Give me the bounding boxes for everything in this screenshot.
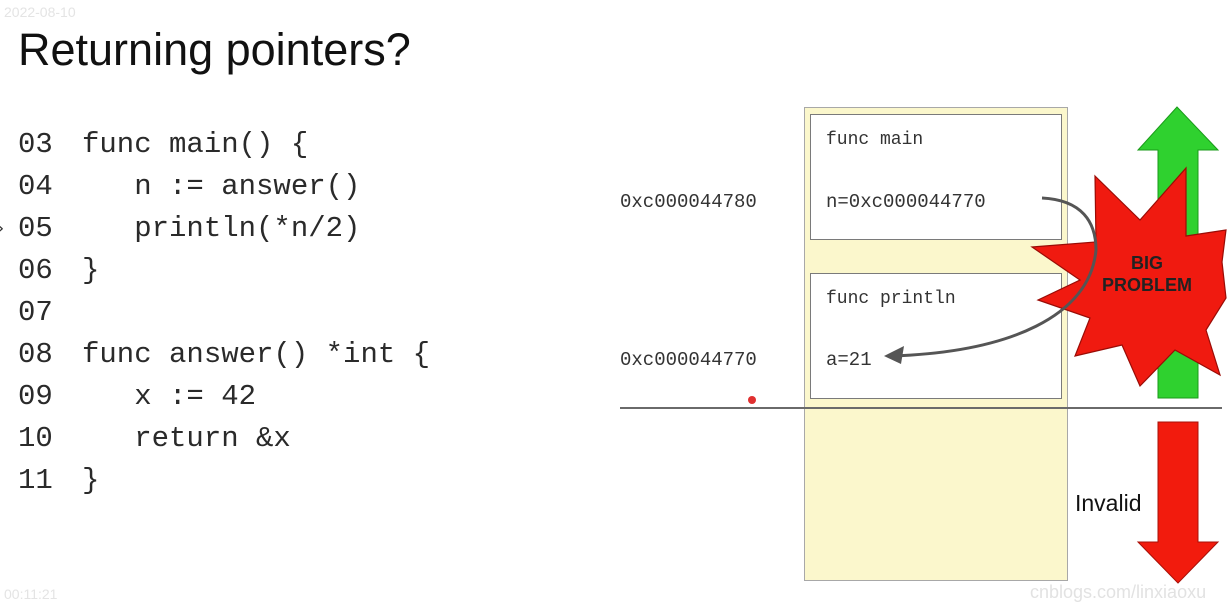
line-number: 11 bbox=[18, 464, 53, 497]
line-text: func main() { bbox=[82, 128, 309, 161]
frame-main-value: n=0xc000044770 bbox=[826, 191, 986, 213]
watermark: cnblogs.com/linxiaoxu bbox=[1030, 582, 1207, 602]
line-number: 06 bbox=[18, 254, 53, 287]
code-line: 10 return &x bbox=[18, 418, 291, 460]
pointer-arrow-icon bbox=[891, 196, 1098, 358]
corner-date: 2022-08-10 bbox=[4, 4, 76, 20]
code-line: 08 func answer() *int { bbox=[18, 334, 430, 376]
line-text: } bbox=[82, 464, 100, 497]
code-line: 04 n := answer() bbox=[18, 166, 360, 208]
line-text: println(*n/2) bbox=[82, 212, 361, 245]
line-number: 09 bbox=[18, 380, 53, 413]
stack-frame-println bbox=[810, 273, 1062, 399]
code-line-current: 05 println(*n/2) bbox=[18, 208, 360, 250]
stack-pointer-line bbox=[620, 407, 1222, 409]
line-text: return &x bbox=[82, 422, 291, 455]
line-number: 03 bbox=[18, 128, 53, 161]
line-text: n := answer() bbox=[82, 170, 361, 203]
code-line: 09 x := 42 bbox=[18, 376, 256, 418]
line-text: } bbox=[82, 254, 100, 287]
code-line: 03 func main() { bbox=[18, 124, 308, 166]
code-line: 06} bbox=[18, 250, 99, 292]
frame-main-name: func main bbox=[826, 130, 924, 150]
frame-println-name: func println bbox=[826, 289, 956, 309]
code-line: 07 bbox=[18, 292, 82, 334]
burst-line: PROBLEM bbox=[1102, 275, 1192, 295]
frame-println-value: a=21 bbox=[826, 349, 872, 371]
line-number: 10 bbox=[18, 422, 53, 455]
address-println: 0xc000044770 bbox=[620, 349, 757, 371]
slide-title: Returning pointers? bbox=[18, 24, 411, 75]
address-main: 0xc000044780 bbox=[620, 191, 757, 213]
line-number: 04 bbox=[18, 170, 53, 203]
stack-frame-main bbox=[810, 114, 1062, 240]
pointer-arrowhead-icon bbox=[884, 346, 904, 364]
invalid-label: Invalid bbox=[1075, 490, 1142, 516]
line-text: x := 42 bbox=[82, 380, 257, 413]
invalid-arrow-down-icon bbox=[1136, 421, 1220, 584]
line-number: 07 bbox=[18, 296, 53, 329]
burst-line: BIG bbox=[1130, 253, 1163, 273]
cursor-dot bbox=[748, 396, 756, 404]
big-problem-burst-icon bbox=[1030, 166, 1227, 388]
current-line-marker-icon: › bbox=[0, 208, 4, 250]
big-problem-callout: BIG PROBLEM bbox=[1072, 252, 1222, 296]
code-line: 11} bbox=[18, 460, 99, 502]
line-text: func answer() *int { bbox=[82, 338, 431, 371]
line-number: 05 bbox=[18, 212, 53, 245]
corner-timecode: 00:11:21 bbox=[4, 586, 58, 602]
line-number: 08 bbox=[18, 338, 53, 371]
